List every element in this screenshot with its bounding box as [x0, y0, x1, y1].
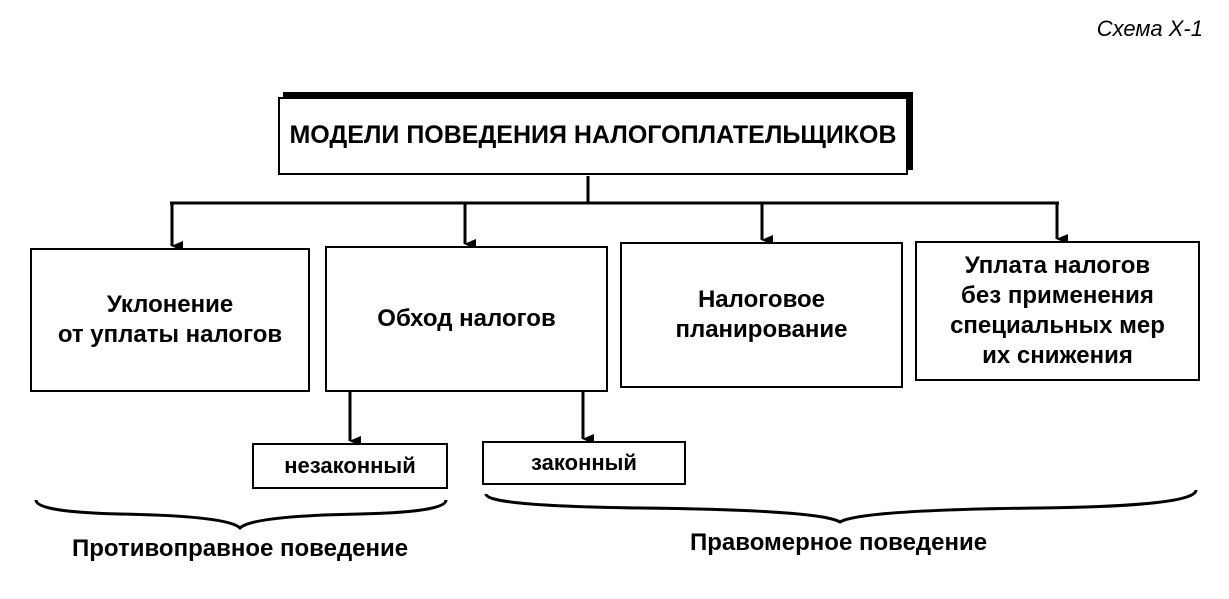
- brace-lawful: [484, 489, 1198, 524]
- branch-label: Уклонение от уплаты налогов: [57, 291, 283, 348]
- branch-label: Обход налогов: [377, 305, 556, 332]
- sub-branch-illegal-box: незаконный: [252, 443, 448, 489]
- sub-branch-label: незаконный: [284, 453, 416, 479]
- branch-label: Уплата налогов без применения специальны…: [950, 252, 1165, 369]
- group-label-lawful: Правомерное поведение: [690, 529, 988, 556]
- sub-branch-label: законный: [531, 450, 637, 476]
- branch-label: Налоговое планирование: [675, 286, 848, 343]
- brace-unlawful: [34, 499, 448, 531]
- root-label: МОДЕЛИ ПОВЕДЕНИЯ НАЛОГОПЛАТЕЛЬЩИКОВ: [289, 121, 897, 150]
- group-label-unlawful: Противоправное поведение: [72, 535, 409, 562]
- sub-branch-legal-box: законный: [482, 441, 686, 485]
- branch-planning-box: Налоговое планирование: [620, 242, 903, 388]
- diagram-caption: Схема X-1: [1096, 16, 1203, 41]
- root-box: МОДЕЛИ ПОВЕДЕНИЯ НАЛОГОПЛАТЕЛЬЩИКОВ: [278, 97, 908, 175]
- branch-evasion-box: Уклонение от уплаты налогов: [30, 248, 310, 392]
- branch-payment-box: Уплата налогов без применения специальны…: [915, 241, 1200, 381]
- branch-avoidance-box: Обход налогов: [325, 246, 608, 392]
